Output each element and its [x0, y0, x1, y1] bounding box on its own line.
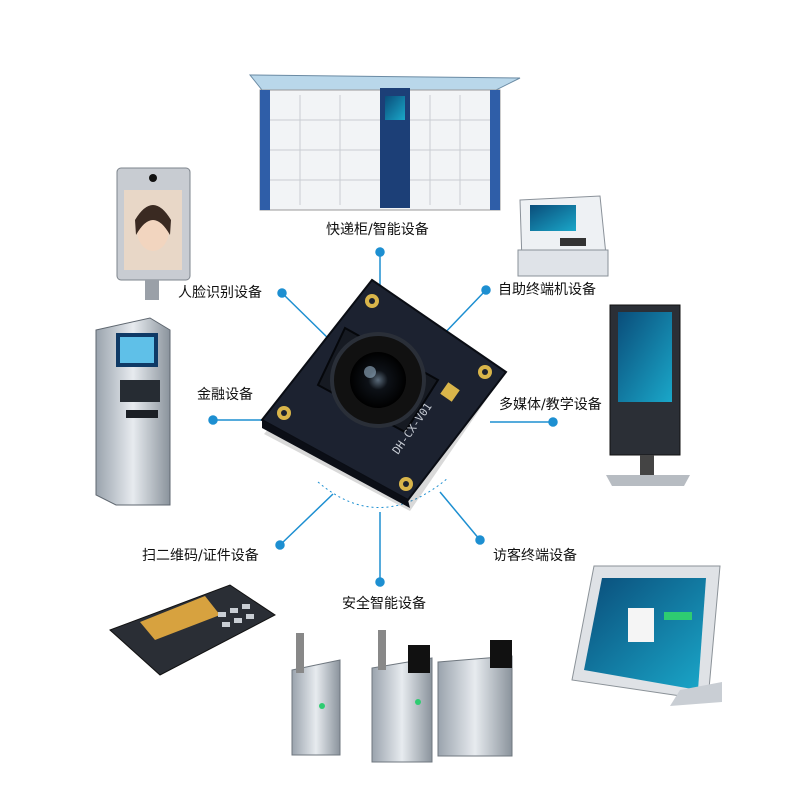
- atm-image: [95, 317, 171, 506]
- connector-dot-face: [277, 288, 287, 298]
- connector-dot-scan: [275, 540, 285, 550]
- connector-lines: [208, 247, 558, 587]
- scanner-image: [109, 584, 276, 676]
- connector-self-service: [439, 289, 487, 339]
- connector-dot-self-service: [481, 285, 491, 295]
- visitor-terminal-image: [571, 565, 722, 706]
- connector-dot-visitor: [475, 535, 485, 545]
- pcb-edge: [262, 420, 410, 508]
- label-self-service: 自助终端机设备: [496, 282, 598, 298]
- label-face: 人脸识别设备: [176, 285, 264, 301]
- label-scan: 扫二维码/证件设备: [140, 548, 261, 564]
- label-multimedia: 多媒体/教学设备: [497, 397, 604, 413]
- multimedia-stand-image: [606, 304, 690, 486]
- connector-visitor: [439, 491, 481, 541]
- face-terminal-image: [116, 167, 191, 300]
- lens-glass: [350, 352, 406, 408]
- self-service-kiosk-image: [517, 195, 609, 277]
- connector-dot-multimedia: [548, 417, 558, 427]
- connector-face: [281, 292, 334, 344]
- connector-dot-security: [375, 577, 385, 587]
- camera-module: DH-CX-V01: [260, 278, 508, 511]
- connector-dot-locker: [375, 247, 385, 257]
- label-finance: 金融设备: [195, 387, 255, 403]
- connector-dot-finance: [208, 415, 218, 425]
- label-security: 安全智能设备: [340, 596, 428, 612]
- gold-pad: [440, 382, 460, 402]
- connector-scan: [279, 493, 334, 546]
- label-locker: 快递柜/智能设备: [324, 222, 431, 238]
- turnstile-image: [291, 630, 513, 763]
- locker-image: [248, 74, 521, 211]
- label-visitor: 访客终端设备: [491, 548, 579, 564]
